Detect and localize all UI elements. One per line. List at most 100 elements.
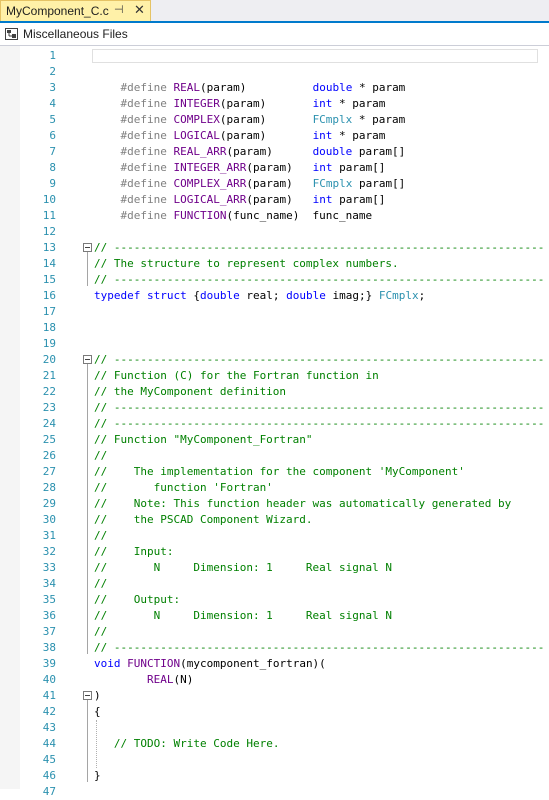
scope-dropdown[interactable]: Miscellaneous Files	[23, 27, 128, 41]
code-text[interactable]: // -------------------------------------…	[94, 416, 544, 432]
code-text[interactable]: // Note: This function header was automa…	[94, 496, 511, 512]
code-line[interactable]: 38// -----------------------------------…	[0, 640, 549, 656]
code-text[interactable]: // Function "MyComponent_Fortran"	[94, 432, 313, 448]
code-line[interactable]: 47	[0, 784, 549, 800]
code-line[interactable]: 15// -----------------------------------…	[0, 272, 549, 288]
code-line[interactable]: 41)	[0, 688, 549, 704]
code-line[interactable]: 43	[0, 720, 549, 736]
code-line[interactable]: 24// -----------------------------------…	[0, 416, 549, 432]
code-text[interactable]: )	[94, 688, 101, 704]
code-line[interactable]: 29// Note: This function header was auto…	[0, 496, 549, 512]
code-text[interactable]: // N Dimension: 1 Real signal N	[94, 560, 392, 576]
code-text[interactable]: // N Dimension: 1 Real signal N	[94, 608, 392, 624]
code-text[interactable]: #define INTEGER_ARR(param) int param[]	[94, 160, 385, 176]
document-tab[interactable]: MyComponent_C.c ⊣ ✕	[0, 0, 151, 21]
code-text[interactable]: // -------------------------------------…	[94, 272, 544, 288]
code-text[interactable]: // Output:	[94, 592, 180, 608]
code-line[interactable]: 35// Output:	[0, 592, 549, 608]
code-line[interactable]: 4 #define INTEGER(param) int * param	[0, 96, 549, 112]
code-text[interactable]: //	[94, 576, 107, 592]
code-line[interactable]: 11 #define FUNCTION(func_name) func_name	[0, 208, 549, 224]
code-text[interactable]: // Function (C) for the Fortran function…	[94, 368, 379, 384]
code-line[interactable]: 3 #define REAL(param) double * param	[0, 80, 549, 96]
code-text[interactable]: #define REAL_ARR(param) double param[]	[94, 144, 405, 160]
code-line[interactable]: 14// The structure to represent complex …	[0, 256, 549, 272]
code-line[interactable]: 13// -----------------------------------…	[0, 240, 549, 256]
code-token: int	[312, 193, 333, 206]
code-text[interactable]: REAL(N)	[94, 672, 193, 688]
code-text[interactable]: {	[94, 704, 101, 720]
code-line[interactable]: 28// function 'Fortran'	[0, 480, 549, 496]
code-text[interactable]: // the MyComponent definition	[94, 384, 286, 400]
code-token: // Output:	[94, 593, 181, 606]
code-line[interactable]: 12	[0, 224, 549, 240]
code-line[interactable]: 8 #define INTEGER_ARR(param) int param[]	[0, 160, 549, 176]
code-token: // N Dimension: 1 Real signal N	[94, 561, 393, 574]
code-line[interactable]: 7 #define REAL_ARR(param) double param[]	[0, 144, 549, 160]
code-text[interactable]: // the PSCAD Component Wizard.	[94, 512, 313, 528]
code-text[interactable]: //	[94, 624, 107, 640]
code-text[interactable]: #define FUNCTION(func_name) func_name	[94, 208, 372, 224]
code-text[interactable]: // -------------------------------------…	[94, 240, 544, 256]
code-line[interactable]: 40 REAL(N)	[0, 672, 549, 688]
code-text[interactable]: #define REAL(param) double * param	[94, 80, 405, 96]
code-line[interactable]: 10 #define LOGICAL_ARR(param) int param[…	[0, 192, 549, 208]
code-line[interactable]: 6 #define LOGICAL(param) int * param	[0, 128, 549, 144]
close-icon[interactable]: ✕	[134, 2, 145, 17]
code-text[interactable]: // Input:	[94, 544, 173, 560]
pin-icon[interactable]: ⊣	[114, 4, 124, 16]
code-text[interactable]: // -------------------------------------…	[94, 352, 544, 368]
code-line[interactable]: 21// Function (C) for the Fortran functi…	[0, 368, 549, 384]
code-text[interactable]: #define COMPLEX_ARR(param) FCmplx param[…	[94, 176, 405, 192]
code-line[interactable]: 33// N Dimension: 1 Real signal N	[0, 560, 549, 576]
code-line[interactable]: 5 #define COMPLEX(param) FCmplx * param	[0, 112, 549, 128]
code-line[interactable]: 23// -----------------------------------…	[0, 400, 549, 416]
code-line[interactable]: 27// The implementation for the componen…	[0, 464, 549, 480]
code-line[interactable]: 31//	[0, 528, 549, 544]
collapse-region-icon[interactable]	[83, 243, 92, 252]
collapse-region-icon[interactable]	[83, 691, 92, 700]
code-line[interactable]: 2	[0, 64, 549, 80]
collapse-region-icon[interactable]	[83, 355, 92, 364]
code-line[interactable]: 36// N Dimension: 1 Real signal N	[0, 608, 549, 624]
code-text[interactable]: #define LOGICAL(param) int * param	[94, 128, 385, 144]
code-line[interactable]: 46}	[0, 768, 549, 784]
code-text[interactable]: //	[94, 448, 107, 464]
code-text[interactable]: // The implementation for the component …	[94, 464, 465, 480]
code-text[interactable]: #define INTEGER(param) int * param	[94, 96, 385, 112]
code-line[interactable]: 32// Input:	[0, 544, 549, 560]
code-line[interactable]: 37//	[0, 624, 549, 640]
code-text[interactable]: // function 'Fortran'	[94, 480, 273, 496]
code-text[interactable]: // -------------------------------------…	[94, 400, 544, 416]
code-line[interactable]: 9 #define COMPLEX_ARR(param) FCmplx para…	[0, 176, 549, 192]
code-line[interactable]: 25// Function "MyComponent_Fortran"	[0, 432, 549, 448]
code-line[interactable]: 34//	[0, 576, 549, 592]
code-line[interactable]: 19	[0, 336, 549, 352]
code-text[interactable]: void FUNCTION(mycomponent_fortran)(	[94, 656, 326, 672]
selection-margin[interactable]	[0, 46, 20, 789]
document-tab-title[interactable]: MyComponent_C.c	[6, 4, 109, 18]
code-line[interactable]: 30// the PSCAD Component Wizard.	[0, 512, 549, 528]
code-text[interactable]: // The structure to represent complex nu…	[94, 256, 399, 272]
code-line[interactable]: 45	[0, 752, 549, 768]
code-line[interactable]: 26//	[0, 448, 549, 464]
code-line[interactable]: 18	[0, 320, 549, 336]
code-line[interactable]: 44 // TODO: Write Code Here.	[0, 736, 549, 752]
line-number: 40	[42, 673, 56, 686]
code-text[interactable]: #define LOGICAL_ARR(param) int param[]	[94, 192, 385, 208]
code-line[interactable]: 17	[0, 304, 549, 320]
code-line[interactable]: 20// -----------------------------------…	[0, 352, 549, 368]
code-text[interactable]: // TODO: Write Code Here.	[94, 736, 280, 752]
code-text[interactable]: #define COMPLEX(param) FCmplx * param	[94, 112, 405, 128]
code-line[interactable]: 22// the MyComponent definition	[0, 384, 549, 400]
code-text[interactable]: // -------------------------------------…	[94, 640, 544, 656]
code-text[interactable]: }	[94, 768, 101, 784]
navigation-bar[interactable]: Miscellaneous Files	[0, 23, 549, 46]
code-text[interactable]: //	[94, 528, 107, 544]
code-line[interactable]: 1	[0, 48, 549, 64]
code-line[interactable]: 42{	[0, 704, 549, 720]
code-text[interactable]: typedef struct {double real; double imag…	[94, 288, 425, 304]
